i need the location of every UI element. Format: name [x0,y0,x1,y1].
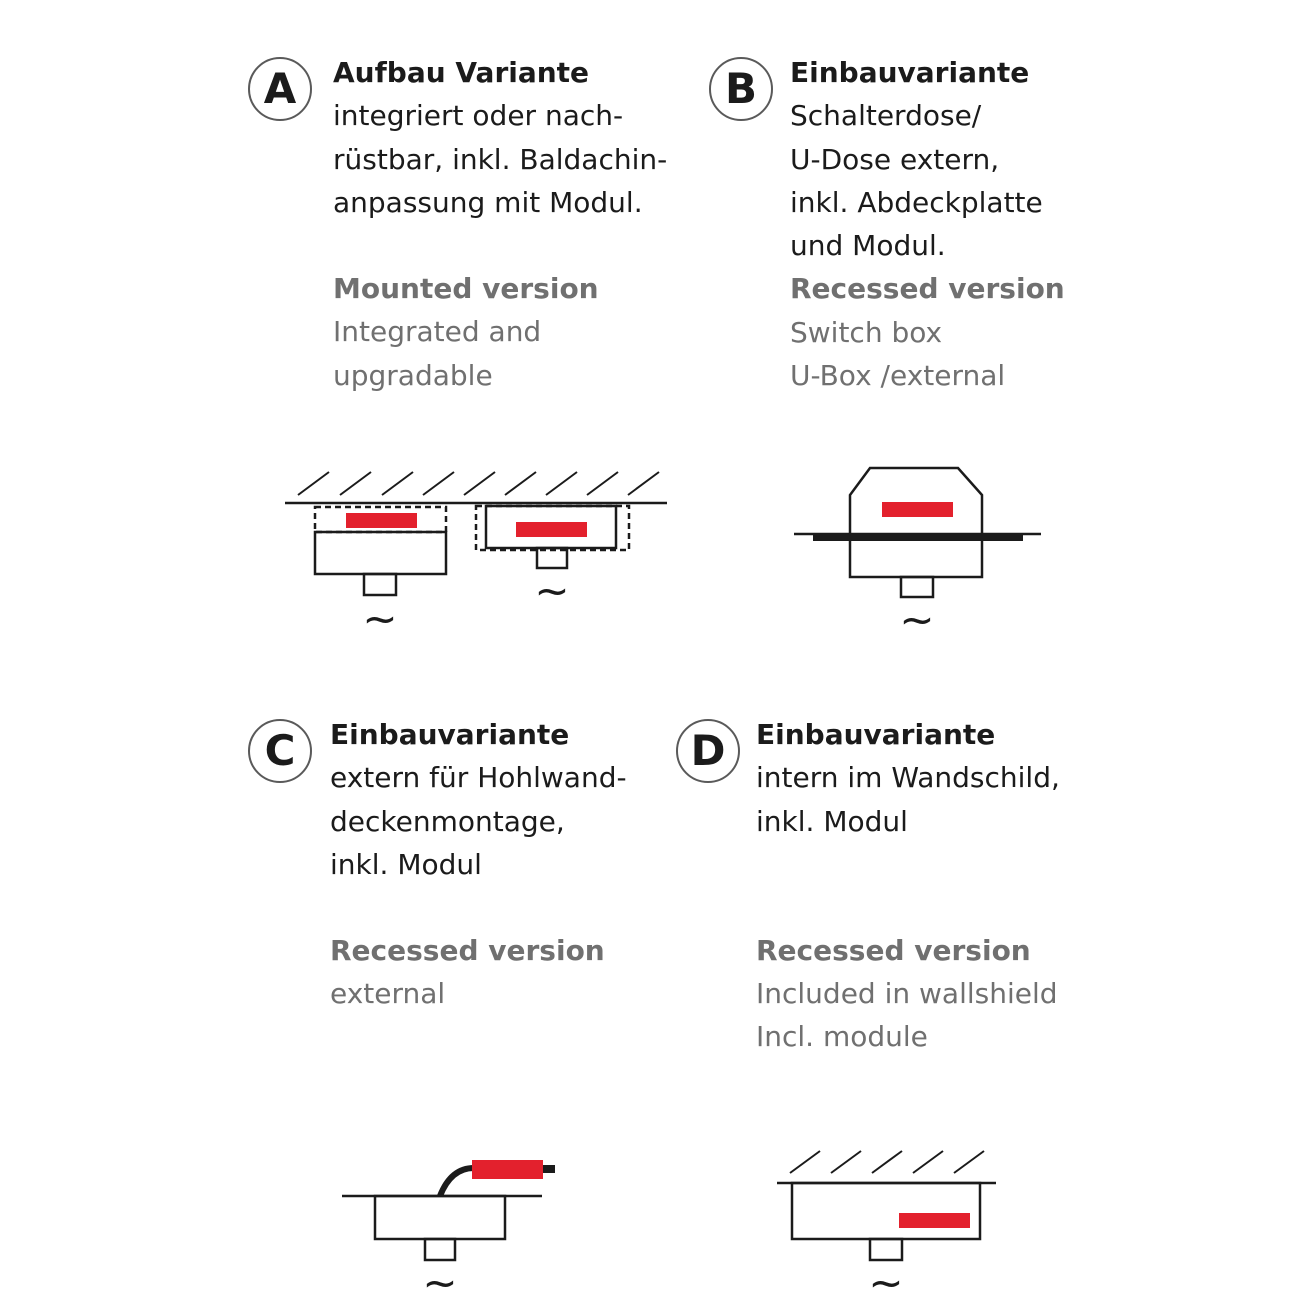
de-title: Aufbau Variante [333,56,590,89]
de-title: Einbauvariante [756,718,996,751]
ceiling-hatch [297,471,660,496]
en-line: Included in wallshield [756,977,1058,1011]
en-line: Integrated and [333,315,542,349]
connector-stub [899,575,935,599]
module-red [899,1213,970,1228]
de-title: Einbauvariante [790,56,1030,89]
en-title: Mounted version [333,272,599,306]
en-title: Recessed version [756,933,1031,967]
variant-a-text: Aufbau Variante integriert oder nach- rü… [333,51,667,397]
en-line: Switch box [790,315,943,349]
variant-b-text: Einbauvariante Schalterdose/ U-Dose exte… [790,51,1065,397]
variant-c-text: Einbauvariante extern für Hohlwand- deck… [330,713,627,1016]
dashed-canopy-outline [474,504,631,552]
connector-stub [362,572,398,597]
badge-a: A [248,57,312,121]
connector-stub [868,1237,904,1262]
de-line: extern für Hohlwand- [330,761,627,795]
de-line: deckenmontage, [330,804,565,838]
de-line: intern im Wandschild, [756,761,1060,795]
canopy-box [313,530,448,576]
module-red [882,502,953,517]
ac-symbol: ~ [868,1258,903,1306]
diagram-c [342,1165,555,1262]
de-line: inkl. Modul [330,847,482,881]
cable [437,1165,475,1198]
wallshield-box [790,1181,982,1241]
en-line: U-Box /external [790,359,1006,393]
en-title: Recessed version [790,272,1065,306]
en-line: external [330,977,446,1011]
badge-letter: A [263,64,297,113]
de-line: rüstbar, inkl. Baldachin- [333,142,668,176]
diagram-a [285,471,667,597]
de-line: Schalterdose/ [790,99,982,133]
en-title: Recessed version [330,934,605,968]
badge-c: C [248,719,312,783]
badge-b: B [709,57,773,121]
badge-letter: C [264,726,296,775]
ac-symbol: ~ [899,595,934,644]
de-line: U-Dose extern, [790,142,1000,176]
diagram-d [777,1150,996,1262]
ac-symbol: ~ [534,566,569,615]
de-line: und Modul. [790,229,946,263]
ac-symbol: ~ [362,594,397,643]
module-red [472,1160,543,1179]
badge-letter: D [690,726,726,775]
module-red [346,513,417,528]
de-line: integriert oder nach- [333,99,624,133]
de-line: inkl. Modul [756,804,908,838]
module-red [516,522,587,537]
de-title: Einbauvariante [330,718,570,751]
ceiling-hatch [789,1150,985,1174]
cover-plate [813,535,1023,541]
connector-stub [535,546,569,570]
canopy-box [373,1194,507,1241]
diagram-b [794,466,1041,599]
badge-letter: B [724,64,757,113]
en-line: upgradable [333,358,493,392]
connector-stub [423,1237,457,1262]
ac-symbol: ~ [422,1258,457,1306]
de-line: anpassung mit Modul. [333,185,643,219]
badge-d: D [676,719,740,783]
en-line: Incl. module [756,1020,928,1054]
de-line: inkl. Abdeckplatte [790,185,1043,219]
switch-box-outline [848,466,984,579]
variant-d-text: Einbauvariante intern im Wandschild, ink… [756,713,1060,1059]
